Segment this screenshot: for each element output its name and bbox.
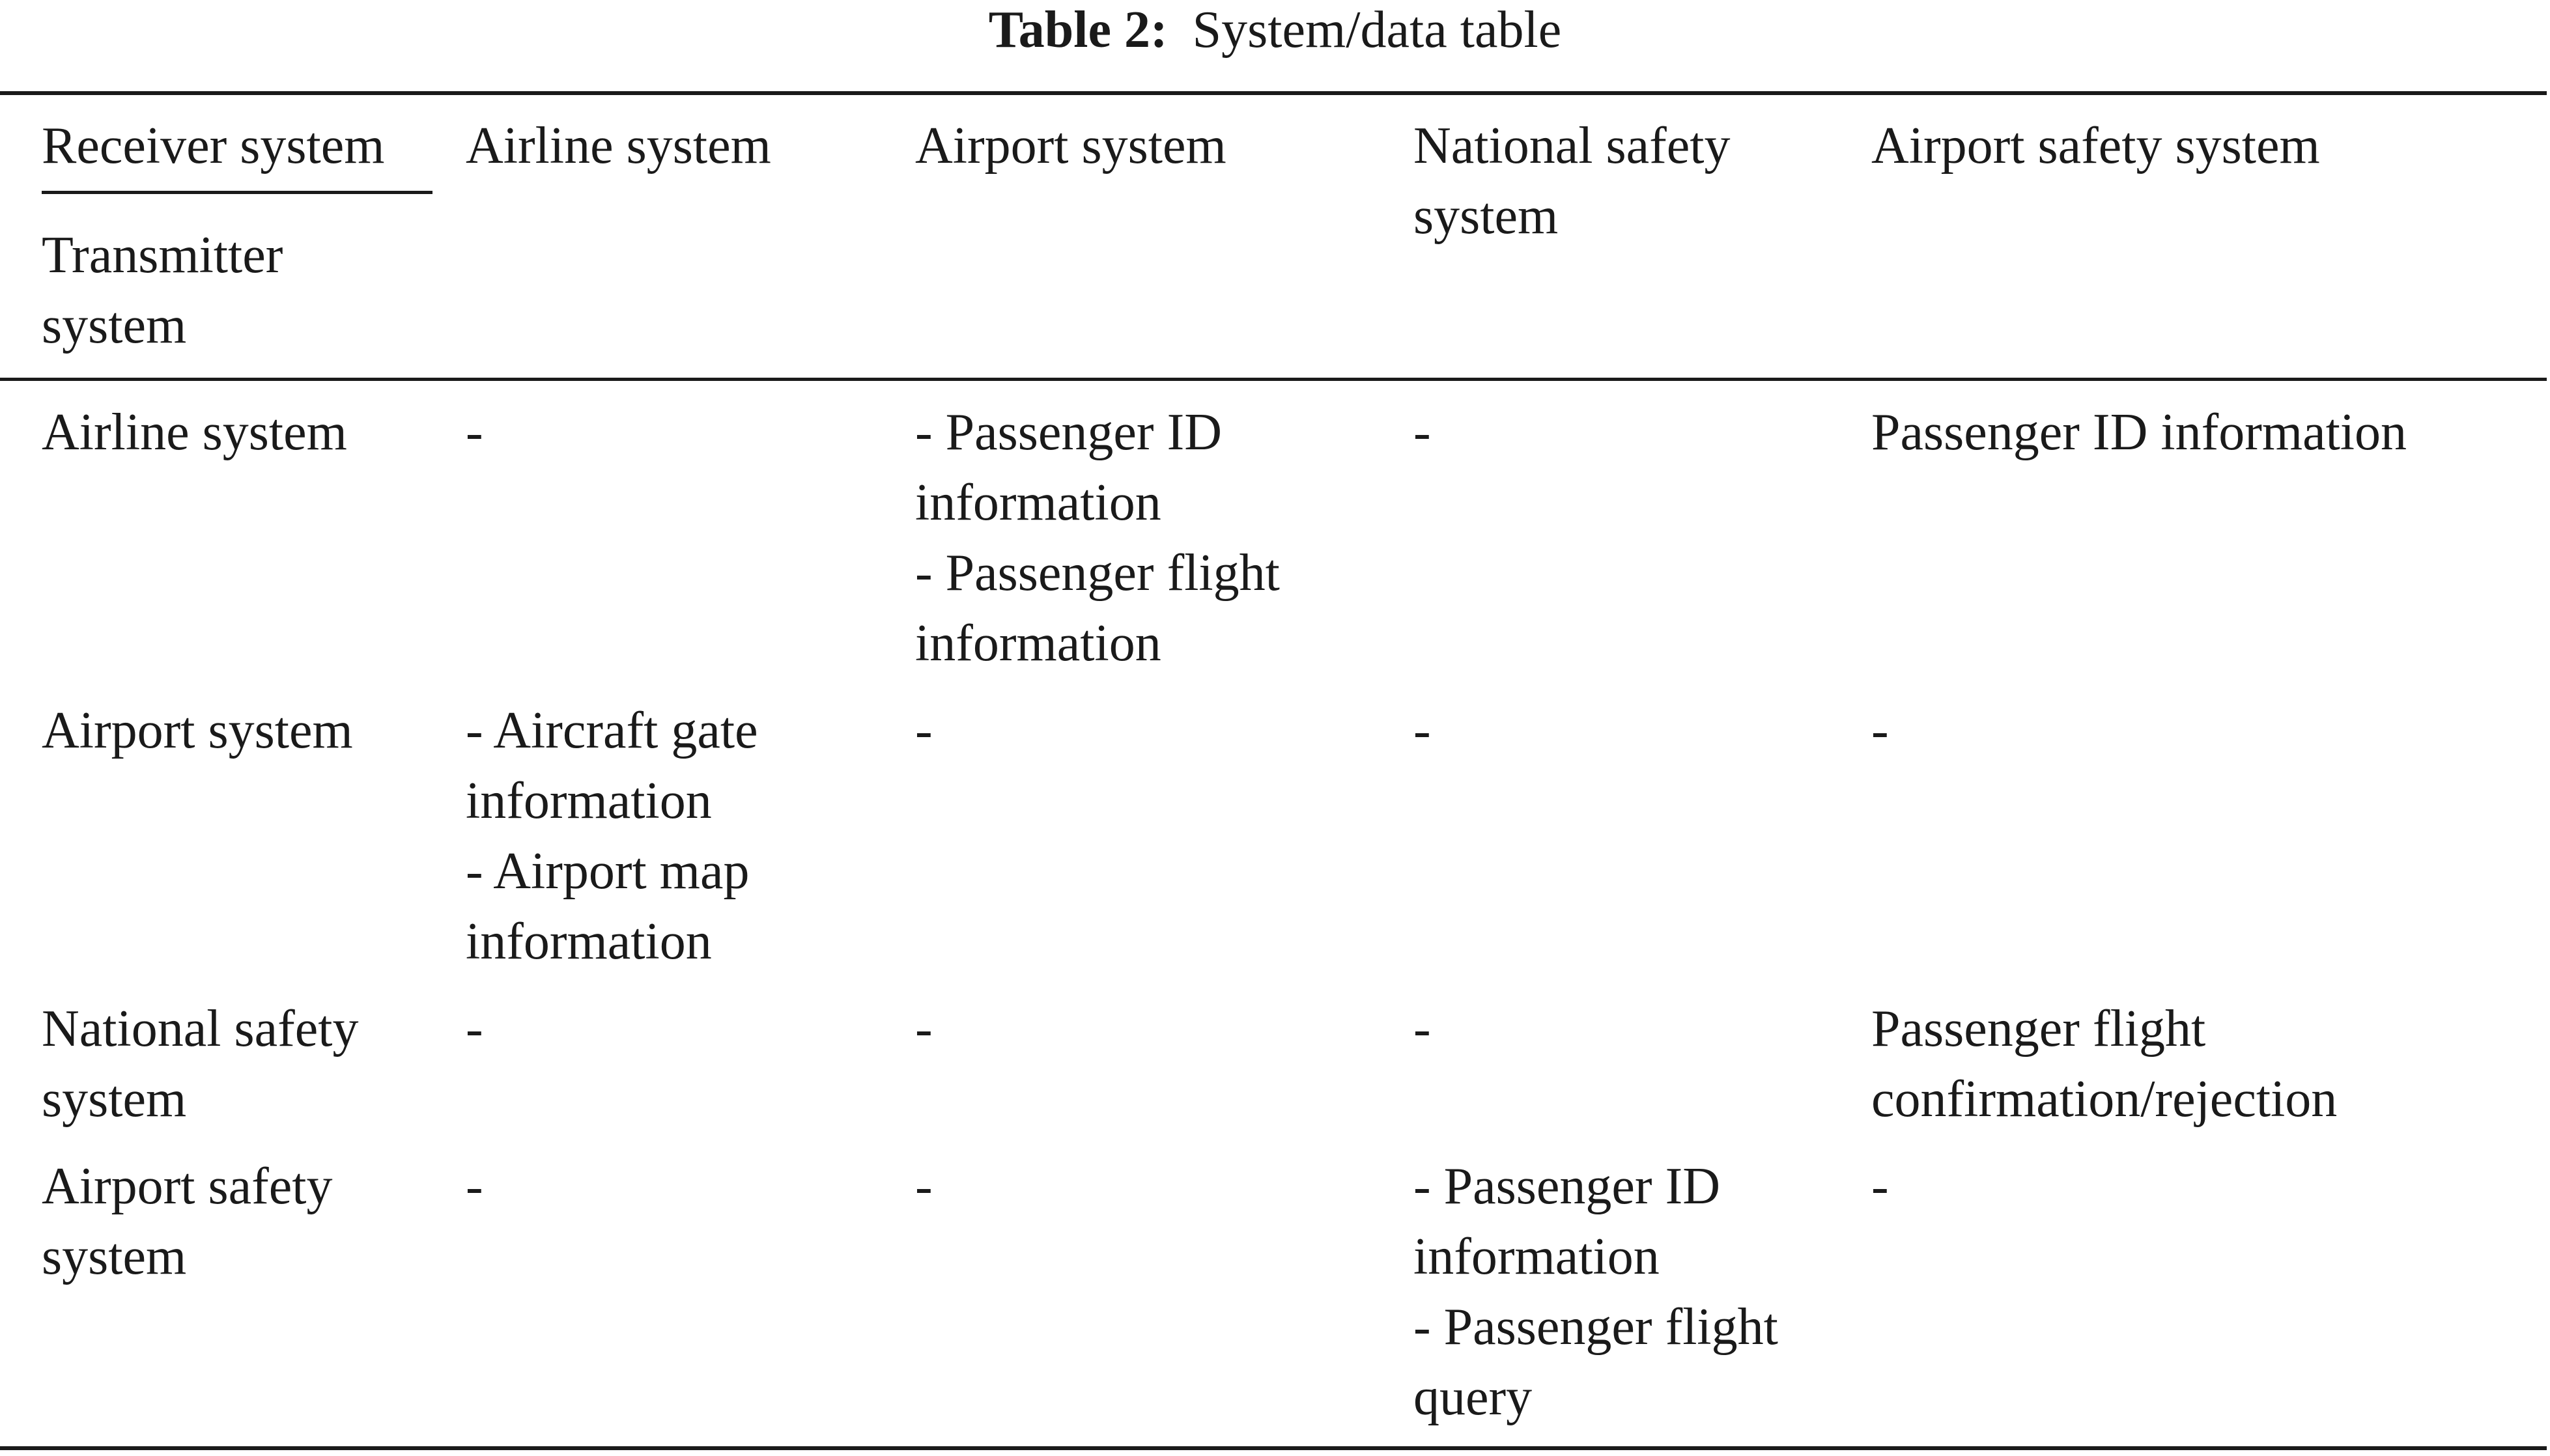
row-label-airline-system: Airline system <box>42 404 347 461</box>
table-header-rule <box>0 378 2547 381</box>
table-cell: - <box>466 404 483 461</box>
corner-transmitter-header: Transmitter system <box>42 227 283 354</box>
table-cell: - <box>1871 702 1889 759</box>
table-cell: - <box>915 1000 933 1057</box>
table-cell: - <box>915 702 933 759</box>
row-label-airport-system: Airport system <box>42 702 353 759</box>
table-cell: - <box>466 1158 483 1215</box>
row-label-airport-safety-system: Airport safety system <box>42 1158 333 1285</box>
table-cell: - <box>1871 1158 1889 1215</box>
table-cell: - Passenger ID information - Passenger f… <box>1413 1158 1778 1426</box>
corner-receiver-header: Receiver system <box>42 117 385 175</box>
column-header-airport-safety-system: Airport safety system <box>1871 117 2320 175</box>
table-cell: - Passenger ID information - Passenger f… <box>915 404 1280 672</box>
table-cell: - <box>1413 1000 1431 1057</box>
table-cell: - <box>915 1158 933 1215</box>
row-label-national-safety-system: National safety system <box>42 1000 359 1128</box>
table-cell: - Aircraft gate information - Airport ma… <box>466 702 758 970</box>
table-top-rule <box>0 91 2547 95</box>
table-cell: Passenger flight confirmation/rejection <box>1871 1000 2338 1128</box>
table-cell: - <box>466 1000 483 1057</box>
corner-header-divider <box>42 191 432 194</box>
column-header-airline-system: Airline system <box>466 117 771 175</box>
column-header-national-safety-system: National safety system <box>1413 117 1731 245</box>
table-cell: - <box>1413 702 1431 759</box>
table-cell: Passenger ID information <box>1871 404 2407 461</box>
caption-text: System/data table <box>1192 1 1562 59</box>
caption-label: Table 2: <box>988 1 1168 59</box>
table-caption: Table 2: System/data table <box>0 0 2550 60</box>
table-bottom-rule <box>0 1446 2547 1450</box>
column-header-airport-system: Airport system <box>915 117 1226 175</box>
table-cell: - <box>1413 404 1431 461</box>
